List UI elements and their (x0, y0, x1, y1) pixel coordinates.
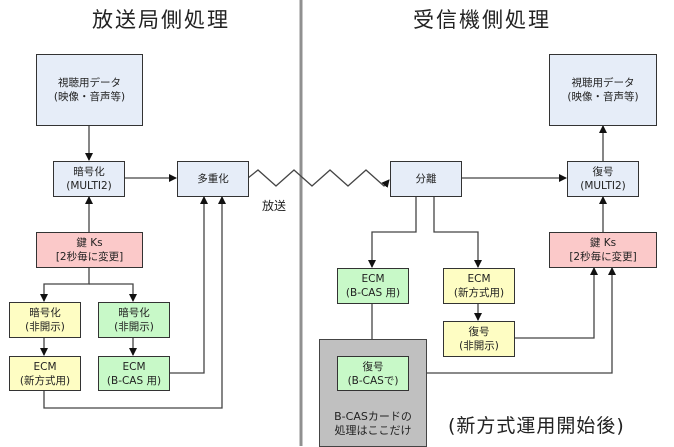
box-sublabel: (映像・音声等) (53, 91, 126, 103)
decrypt-bcas-box: 復号 (B-CASで) (337, 356, 409, 391)
arrow-ecm-bcas-to-multiplex (169, 196, 208, 374)
box-sublabel: (B-CAS 用) (106, 374, 162, 387)
box-sublabel: [2秒毎に変更] (569, 251, 637, 263)
box-label: 視聴用データ (58, 77, 121, 89)
receiver-ecm-bcas-box: ECM (B-CAS 用) (337, 268, 409, 304)
box-sublabel: (映像・音声等) (567, 91, 639, 103)
box-sublabel: [2秒毎に変更] (55, 251, 124, 263)
broadcaster-ecm-bcas-box: ECM (B-CAS 用) (98, 356, 170, 391)
box-label: 視聴用データ (571, 77, 635, 89)
box-sublabel: (MULTI2) (580, 180, 626, 192)
box-label: ECM (122, 360, 146, 373)
box-label: 分離 (415, 173, 437, 185)
broadcaster-title: 放送局側処理 (92, 8, 230, 32)
box-sublabel: (非開示) (25, 321, 65, 333)
broadcast-signal-zigzag (247, 169, 390, 188)
arrow-ecm-new-to-multiplex (43, 196, 226, 409)
broadcaster-ecm-new-box: ECM (新方式用) (9, 356, 81, 391)
arrow-decrypt-bcas-to-key (408, 267, 616, 374)
decrypt-new-method-box: 復号 (非開示) (443, 321, 515, 357)
box-sublabel: (新方式用) (19, 374, 71, 387)
broadcast-label: 放送 (262, 199, 287, 213)
box-label: 鍵 Ks (76, 237, 103, 249)
box-sublabel: (非開示) (114, 321, 154, 333)
area-sublabel: 処理はここだけ (334, 424, 412, 437)
receiver-ecm-new-box: ECM (新方式用) (443, 268, 515, 304)
box-sublabel: (新方式用) (453, 287, 505, 299)
encrypt-bcas-box: 暗号化 (非開示) (98, 302, 170, 338)
box-sublabel: (B-CAS 用) (345, 287, 401, 299)
broadcaster-key-ks-box: 鍵 Ks [2秒毎に変更] (36, 232, 143, 268)
box-label: ECM (33, 360, 57, 373)
box-label: 復号 (362, 360, 384, 373)
box-label: ECM (467, 273, 491, 285)
box-label: 鍵 Ks (589, 237, 617, 249)
arrow-demux-to-ecm-bcas (368, 196, 417, 268)
box-label: 復号 (592, 166, 614, 178)
box-sublabel: (MULTI2) (66, 180, 112, 192)
broadcaster-av-data-box: 視聴用データ (映像・音声等) (36, 54, 143, 126)
box-label: 暗号化 (29, 307, 61, 319)
box-label: 暗号化 (73, 166, 105, 178)
decrypt-multi2-box: 復号 (MULTI2) (567, 161, 639, 197)
footnote-after-new-method: (新方式運用開始後) (448, 415, 625, 437)
receiver-av-data-box: 視聴用データ (映像・音声等) (549, 54, 657, 126)
encrypt-new-method-box: 暗号化 (非開示) (9, 302, 81, 338)
demux-box: 分離 (390, 161, 462, 197)
arrow-key-to-encrypt-new (40, 267, 90, 302)
encrypt-multi2-box: 暗号化 (MULTI2) (53, 161, 125, 197)
box-label: ECM (361, 273, 385, 285)
multiplex-box: 多重化 (177, 161, 249, 197)
box-sublabel: (B-CASで) (347, 374, 399, 387)
box-label: 多重化 (197, 173, 229, 185)
receiver-title: 受信機側処理 (413, 8, 551, 32)
box-label: 復号 (468, 326, 490, 338)
arrow-decrypt-new-to-key (514, 267, 598, 339)
area-label: B-CASカードの (334, 410, 412, 423)
arrow-demux-to-ecm-new (433, 196, 482, 268)
arrow-key-to-encrypt-bcas (89, 283, 137, 302)
receiver-key-ks-box: 鍵 Ks [2秒毎に変更] (549, 232, 657, 268)
box-label: 暗号化 (118, 307, 150, 319)
box-sublabel: (非開示) (459, 340, 499, 352)
